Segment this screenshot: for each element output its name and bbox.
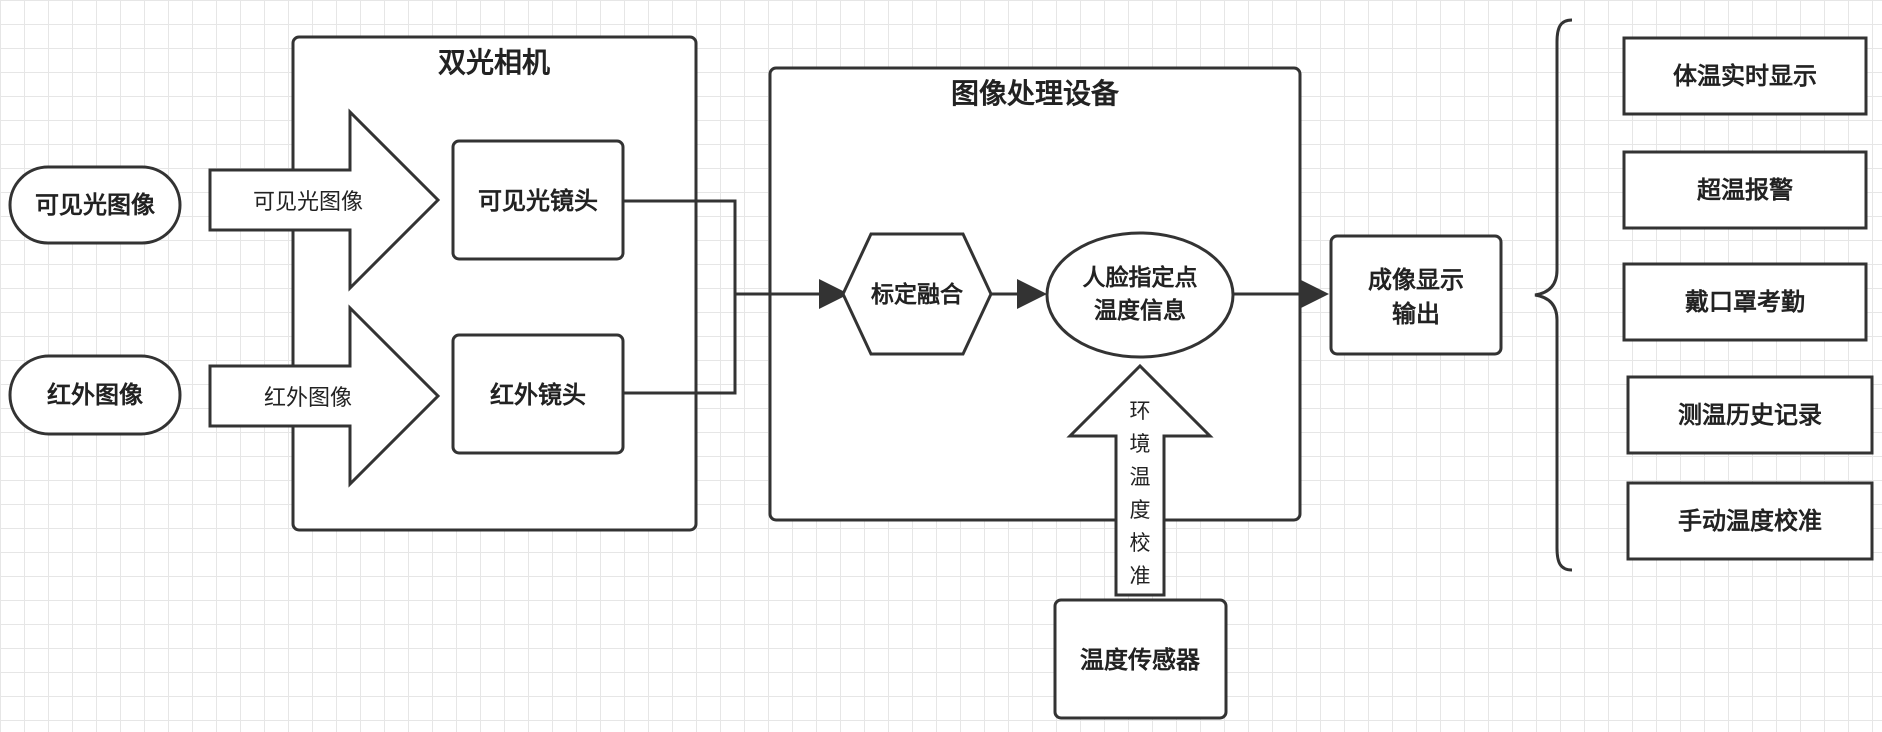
env-char-1: 境 (1130, 432, 1151, 456)
env-char-5: 准 (1130, 564, 1151, 588)
visible-big-arrow: 可见光图像 (208, 108, 441, 292)
calibration-node: 标定融合 (841, 232, 993, 356)
feature-label: 超温报警 (1697, 176, 1793, 204)
infrared-arrow-shape (208, 304, 441, 488)
infrared-big-arrow: 红外图像 (208, 304, 441, 488)
feature-item: 戴口罩考勤 (1622, 262, 1868, 342)
feature-label: 戴口罩考勤 (1685, 288, 1805, 316)
visible-lens-box: 可见光镜头 (451, 139, 625, 261)
visible-lens-label: 可见光镜头 (478, 187, 598, 215)
env-char-2: 温 (1130, 465, 1151, 489)
feature-label: 测温历史记录 (1678, 401, 1822, 429)
face-temp-line2: 温度信息 (1094, 297, 1186, 324)
feature-list: 体温实时显示 超温报警 戴口罩考勤 测温历史记录 手动温度校准 (1622, 36, 1874, 561)
env-char-0: 环 (1130, 399, 1151, 423)
infrared-lens-connector (623, 294, 737, 395)
temp-sensor-label: 温度传感器 (1080, 646, 1201, 674)
env-arrow-shape (1066, 363, 1214, 597)
feature-brace (1534, 18, 1573, 572)
visible-lens-connector (623, 199, 737, 294)
feature-label: 手动温度校准 (1678, 507, 1822, 535)
output-node: 成像显示 输出 (1329, 234, 1503, 356)
infrared-lens-label: 红外镜头 (490, 381, 586, 409)
infrared-image-input: 红外图像 (8, 354, 182, 436)
calibration-hexagon (841, 232, 993, 356)
processor-title: 图像处理设备 (951, 77, 1120, 110)
temp-sensor-node: 温度传感器 (1053, 598, 1228, 720)
visible-image-input: 可见光图像 (8, 165, 182, 245)
output-line1: 成像显示 (1368, 266, 1464, 294)
dual-camera-title: 双光相机 (438, 46, 550, 79)
feature-label: 体温实时显示 (1673, 62, 1817, 90)
env-char-3: 度 (1130, 498, 1151, 522)
infrared-image-label: 红外图像 (47, 381, 144, 409)
feature-item: 测温历史记录 (1626, 375, 1874, 455)
feature-item: 超温报警 (1622, 150, 1868, 230)
feature-item: 体温实时显示 (1622, 36, 1868, 116)
calibration-label: 标定融合 (871, 281, 964, 308)
infrared-arrow-label: 红外图像 (264, 386, 352, 411)
env-char-4: 校 (1130, 531, 1151, 555)
output-line2: 输出 (1392, 300, 1440, 328)
visible-arrow-shape (208, 108, 441, 292)
feature-item: 手动温度校准 (1626, 481, 1874, 561)
infrared-lens-box: 红外镜头 (451, 333, 625, 455)
face-temp-ellipse (1045, 231, 1235, 359)
visible-arrow-label: 可见光图像 (253, 190, 363, 215)
visible-image-label: 可见光图像 (35, 191, 156, 219)
env-calibration-arrow: 环 境 温 度 校 准 (1066, 363, 1214, 597)
face-temp-node: 人脸指定点 温度信息 (1045, 231, 1235, 359)
face-temp-line1: 人脸指定点 (1083, 264, 1198, 291)
